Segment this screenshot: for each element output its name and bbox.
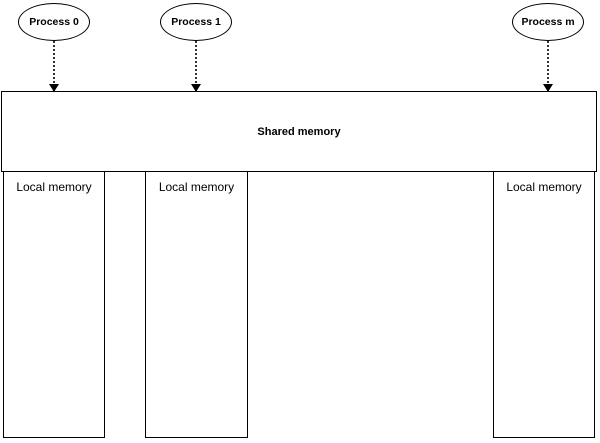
local-memory-block-m: Local memory	[493, 171, 595, 438]
process-0-node: Process 0	[18, 3, 90, 41]
shared-memory-label: Shared memory	[257, 125, 341, 138]
local-memory-block-1: Local memory	[145, 171, 248, 438]
process-0-label: Process 0	[29, 16, 79, 28]
process-1-label: Process 1	[171, 16, 221, 28]
local-memory-label-1: Local memory	[158, 180, 235, 194]
process-m-label: Process m	[521, 16, 575, 28]
local-memory-label-m: Local memory	[506, 180, 582, 194]
local-memory-block-0: Local memory	[3, 171, 105, 438]
process-1-node: Process 1	[160, 3, 232, 41]
shared-memory-block: Shared memory	[1, 91, 597, 172]
process-m-node: Process m	[512, 3, 584, 41]
local-memory-label-0: Local memory	[16, 180, 92, 194]
